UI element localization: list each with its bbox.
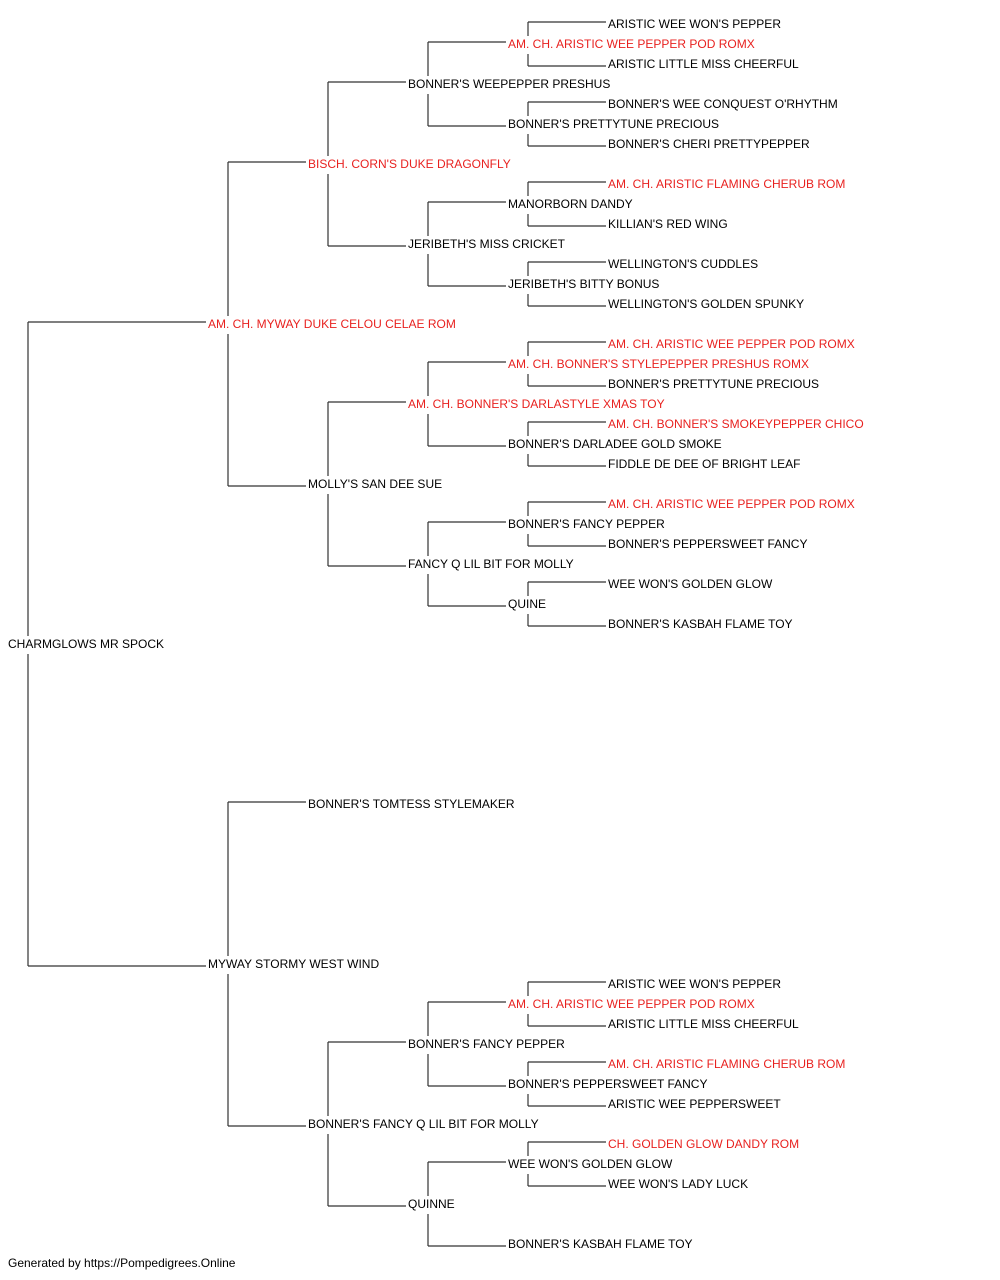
pedigree-name-gen3: JERIBETH'S MISS CRICKET bbox=[408, 237, 566, 251]
pedigree-name-gen4: BONNER'S DARLADEE GOLD SMOKE bbox=[508, 437, 722, 451]
pedigree-name-gen4: QUINE bbox=[508, 597, 546, 611]
pedigree-name-gen1: MYWAY STORMY WEST WIND bbox=[208, 957, 379, 971]
pedigree-name-gen3: BONNER'S FANCY PEPPER bbox=[408, 1037, 565, 1051]
pedigree-name-gen5: WEE WON'S LADY LUCK bbox=[608, 1177, 748, 1191]
pedigree-name-gen4: MANORBORN DANDY bbox=[508, 197, 633, 211]
pedigree-name-gen5: BONNER'S PEPPERSWEET FANCY bbox=[608, 537, 807, 551]
pedigree-name-gen5: ARISTIC WEE WON'S PEPPER bbox=[608, 977, 781, 991]
pedigree-name-gen4: AM. CH. BONNER'S STYLEPEPPER PRESHUS ROM… bbox=[508, 357, 809, 371]
pedigree-name-gen5: AM. CH. ARISTIC WEE PEPPER POD ROMX bbox=[608, 337, 855, 351]
pedigree-name-gen5: AM. CH. BONNER'S SMOKEYPEPPER CHICO bbox=[608, 417, 864, 431]
pedigree-name-gen3: FANCY Q LIL BIT FOR MOLLY bbox=[408, 557, 574, 571]
pedigree-name-gen5: ARISTIC WEE PEPPERSWEET bbox=[608, 1097, 781, 1111]
pedigree-name-gen4: BONNER'S FANCY PEPPER bbox=[508, 517, 665, 531]
pedigree-name-gen0: CHARMGLOWS MR SPOCK bbox=[8, 637, 164, 651]
pedigree-name-gen5: BONNER'S CHERI PRETTYPEPPER bbox=[608, 137, 810, 151]
pedigree-name-gen2: BISCH. CORN'S DUKE DRAGONFLY bbox=[308, 157, 511, 171]
pedigree-name-gen4: WEE WON'S GOLDEN GLOW bbox=[508, 1157, 673, 1171]
pedigree-name-gen4: AM. CH. ARISTIC WEE PEPPER POD ROMX bbox=[508, 997, 755, 1011]
pedigree-name-gen5: BONNER'S KASBAH FLAME TOY bbox=[608, 617, 793, 631]
pedigree-name-gen5: WEE WON'S GOLDEN GLOW bbox=[608, 577, 773, 591]
pedigree-name-gen2: BONNER'S TOMTESS STYLEMAKER bbox=[308, 797, 515, 811]
generated-by-footer: Generated by https://Pompedigrees.Online bbox=[8, 1256, 236, 1270]
pedigree-name-gen5: BONNER'S PRETTYTUNE PRECIOUS bbox=[608, 377, 819, 391]
pedigree-connectors bbox=[27, 21, 606, 1247]
pedigree-name-gen4: BONNER'S PEPPERSWEET FANCY bbox=[508, 1077, 707, 1091]
pedigree-name-gen5: ARISTIC WEE WON'S PEPPER bbox=[608, 17, 781, 31]
pedigree-name-gen5: WELLINGTON'S CUDDLES bbox=[608, 257, 758, 271]
pedigree-name-gen4: JERIBETH'S BITTY BONUS bbox=[508, 277, 659, 291]
pedigree-name-gen5: BONNER'S WEE CONQUEST O'RHYTHM bbox=[608, 97, 838, 111]
pedigree-name-gen2: MOLLY'S SAN DEE SUE bbox=[308, 477, 442, 491]
pedigree-name-gen5: CH. GOLDEN GLOW DANDY ROM bbox=[608, 1137, 799, 1151]
pedigree-name-gen5: AM. CH. ARISTIC FLAMING CHERUB ROM bbox=[608, 1057, 845, 1071]
pedigree-name-gen5: FIDDLE DE DEE OF BRIGHT LEAF bbox=[608, 457, 800, 471]
pedigree-name-gen3: AM. CH. BONNER'S DARLASTYLE XMAS TOY bbox=[408, 397, 665, 411]
pedigree-name-gen5: ARISTIC LITTLE MISS CHEERFUL bbox=[608, 1017, 799, 1031]
pedigree-name-gen5: KILLIAN'S RED WING bbox=[608, 217, 728, 231]
pedigree-name-gen4: AM. CH. ARISTIC WEE PEPPER POD ROMX bbox=[508, 37, 755, 51]
pedigree-name-gen5: AM. CH. ARISTIC FLAMING CHERUB ROM bbox=[608, 177, 845, 191]
pedigree-name-gen3: QUINNE bbox=[408, 1197, 455, 1211]
pedigree-name-gen2: BONNER'S FANCY Q LIL BIT FOR MOLLY bbox=[308, 1117, 539, 1131]
pedigree-name-gen4: BONNER'S KASBAH FLAME TOY bbox=[508, 1237, 693, 1251]
pedigree-name-gen3: BONNER'S WEEPEPPER PRESHUS bbox=[408, 77, 610, 91]
pedigree-name-gen1: AM. CH. MYWAY DUKE CELOU CELAE ROM bbox=[208, 317, 456, 331]
pedigree-names: CHARMGLOWS MR SPOCK AM. CH. MYWAY DUKE CE… bbox=[8, 17, 864, 1251]
pedigree-name-gen5: AM. CH. ARISTIC WEE PEPPER POD ROMX bbox=[608, 497, 855, 511]
pedigree-name-gen5: WELLINGTON'S GOLDEN SPUNKY bbox=[608, 297, 804, 311]
pedigree-name-gen5: ARISTIC LITTLE MISS CHEERFUL bbox=[608, 57, 799, 71]
pedigree-name-gen4: BONNER'S PRETTYTUNE PRECIOUS bbox=[508, 117, 719, 131]
